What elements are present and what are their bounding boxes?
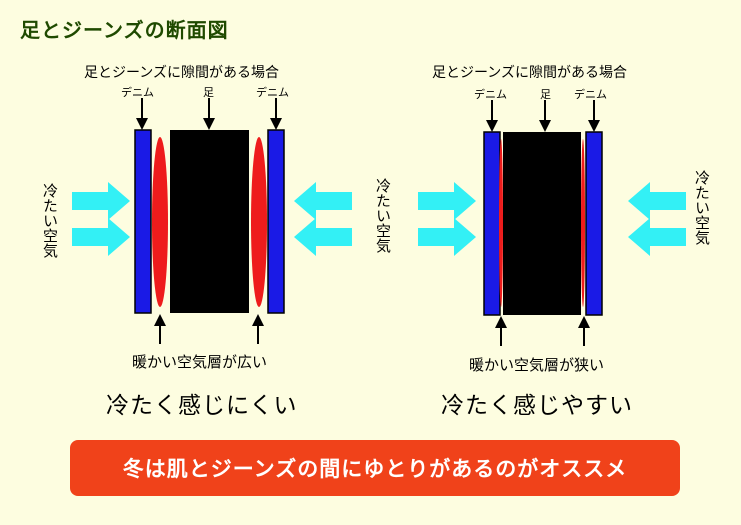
- cold-air-arrow: [418, 182, 476, 220]
- left-denim-left: [134, 129, 152, 314]
- left-leg: [170, 130, 249, 313]
- right-denim-left-label: デニム: [474, 88, 507, 101]
- cold-air-arrow: [72, 218, 130, 256]
- left-denim-right-label: デニム: [256, 86, 289, 99]
- cold-air-arrow: [628, 218, 686, 256]
- right-warm-air-left: [499, 139, 503, 307]
- right-case-label: 足とジーンズに隙間がある場合: [432, 65, 628, 81]
- cold-air-arrow: [294, 218, 352, 256]
- right-denim-right: [585, 131, 603, 316]
- left-bottom-label: 暖かい空気層が広い: [132, 353, 268, 371]
- right-denim-right-label: デニム: [574, 88, 607, 101]
- cold-air-arrow: [72, 182, 130, 220]
- right-leg-label: 足: [540, 88, 551, 101]
- right-warm-air-right: [581, 139, 585, 307]
- recommendation-banner: 冬は肌とジーンズの間にゆとりがあるのがオススメ: [70, 440, 680, 496]
- recommendation-text: 冬は肌とジーンズの間にゆとりがあるのがオススメ: [122, 457, 628, 481]
- left-denim-left-label: デニム: [121, 86, 154, 99]
- cold-air-arrow: [418, 218, 476, 256]
- left-cold-air-label: 冷たい空気: [41, 183, 59, 258]
- right-bottom-label: 暖かい空気層が狭い: [469, 356, 605, 374]
- right-denim-left: [483, 131, 501, 316]
- left-case-label: 足とジーンズに隙間がある場合: [84, 65, 280, 81]
- cold-air-arrow: [294, 182, 352, 220]
- left-warm-air-right: [251, 137, 267, 307]
- page-title: 足とジーンズの断面図: [20, 18, 229, 42]
- left-result: 冷たく感じにくい: [106, 393, 298, 419]
- right-leg: [503, 132, 581, 315]
- cold-air-arrow: [628, 182, 686, 220]
- left-cold-air-inner-label: 冷たい空気: [374, 178, 392, 253]
- left-denim-right: [267, 129, 285, 314]
- left-leg-label: 足: [203, 86, 214, 99]
- right-result: 冷たく感じやすい: [441, 393, 633, 419]
- right-cold-air-label: 冷たい空気: [693, 170, 711, 245]
- left-warm-air-left: [152, 137, 168, 307]
